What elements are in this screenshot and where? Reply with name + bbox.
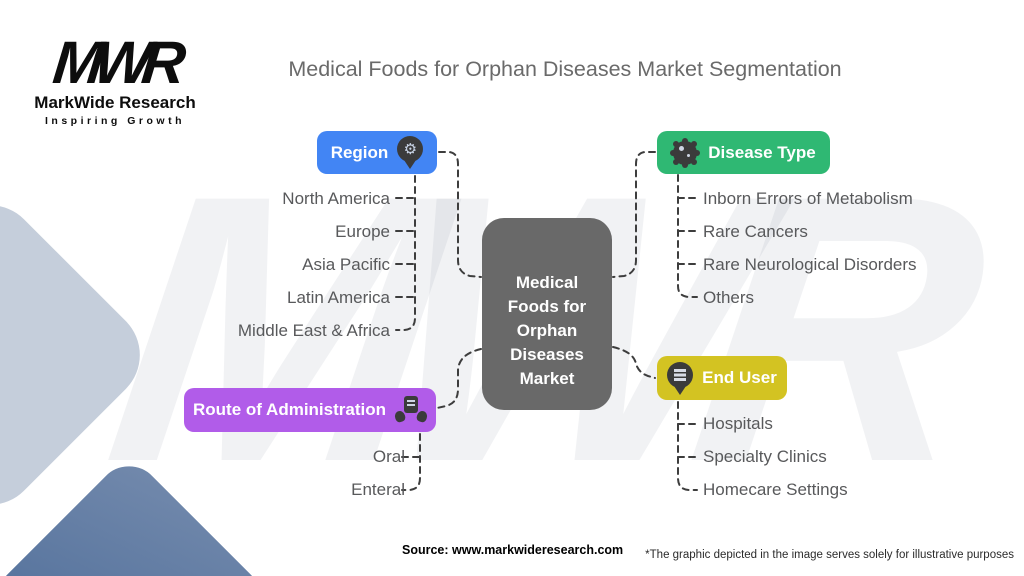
logo-name: MarkWide Research [34,93,196,112]
virus-icon [673,140,698,165]
logo-mark: MWR [50,29,181,96]
list-item: Middle East & Africa [237,321,390,340]
segment-list-end-user: Hospitals Specialty Clinics Homecare Set… [703,407,848,506]
segment-list-disease-type: Inborn Errors of Metabolism Rare Cancers… [703,182,917,314]
segment-label-end-user: End User [702,368,777,387]
list-item: Homecare Settings [703,480,848,499]
hands-holding-device-icon [393,395,429,425]
list-item: Hospitals [703,414,773,433]
segment-badge-route-of-administration: Route of Administration [184,388,436,432]
segment-badge-end-user: End User [657,356,787,400]
list-item: Others [703,288,755,307]
markwide-logo: MWR MarkWide Research Inspiring Growth [30,29,200,127]
map-pin-gear-icon: ⚙ [397,136,424,169]
segment-label-disease-type: Disease Type [708,142,816,162]
segment-badge-region: Region ⚙ [317,131,437,174]
map-pin-menu-icon [667,361,694,395]
segment-label-region: Region [330,142,389,162]
segment-list-region: North America Europe Asia Pacific Latin … [150,182,390,347]
list-item: Europe [335,222,390,241]
center-node: Medical Foods for Orphan Diseases Market [482,218,612,410]
segment-badge-disease-type: Disease Type [657,131,830,174]
page-title: Medical Foods for Orphan Diseases Market… [288,57,842,81]
list-item: Latin America [287,288,390,307]
list-item: Inborn Errors of Metabolism [703,189,913,208]
list-item: North America [282,189,390,208]
list-item: Oral [372,447,405,466]
segment-label-route-of-administration: Route of Administration [193,400,386,419]
list-item: Asia Pacific [302,255,390,274]
list-item: Specialty Clinics [703,447,827,466]
logo-tagline: Inspiring Growth [45,115,185,127]
disclaimer-note: *The graphic depicted in the image serve… [645,549,1014,561]
list-item: Enteral [351,480,405,499]
source-note: Source: www.markwideresearch.com [402,543,624,557]
segment-list-route-of-administration: Oral Enteral [255,440,405,506]
list-item: Rare Cancers [703,222,808,241]
list-item: Rare Neurological Disorders [703,255,917,274]
